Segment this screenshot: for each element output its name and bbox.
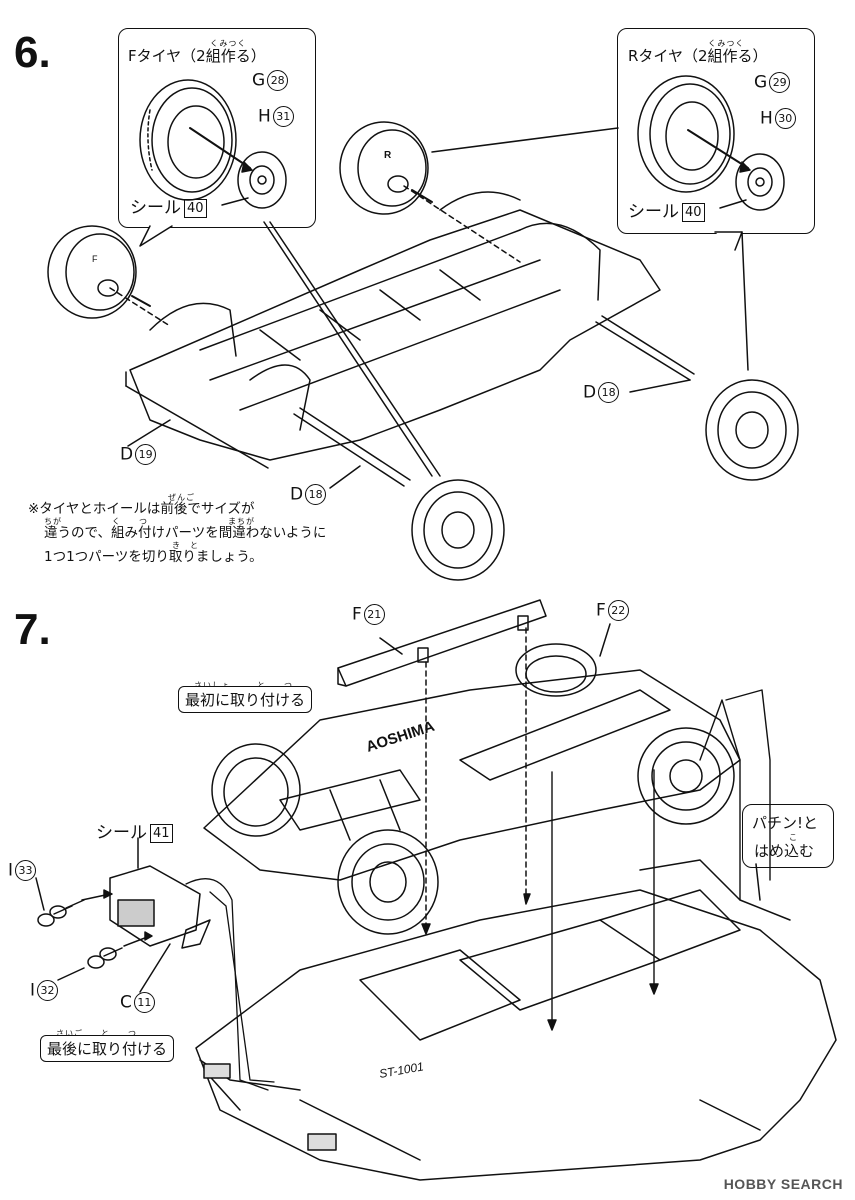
part-number: 21 <box>363 604 385 625</box>
body-logo: ST-1001 <box>378 1059 425 1081</box>
part-letter: F <box>596 600 606 621</box>
part-number: 11 <box>133 992 155 1013</box>
part-letter: D <box>583 382 597 403</box>
rear-right-wheel <box>705 379 799 481</box>
front-left-wheel <box>47 225 137 319</box>
part-number: 19 <box>135 444 157 465</box>
part-letter: G <box>252 70 266 91</box>
front-tire-title: Fタイヤ（2組作る） <box>128 47 266 65</box>
front-axle <box>293 407 411 487</box>
note-line-1: ※タイヤとホイールは前後でサイズが <box>28 501 255 517</box>
rear-axle <box>595 315 695 381</box>
part-number: 33 <box>15 860 37 881</box>
snap-in-ruby: こ <box>789 833 798 842</box>
snap-in-line-1: パチン!と <box>752 814 819 832</box>
seal-label: シール <box>130 198 181 218</box>
seal-number: 40 <box>682 202 705 222</box>
seal-label: シール <box>96 823 147 843</box>
note-line-3: 1つ1つパーツを切り取りましょう。 <box>44 549 263 565</box>
seal-number: 41 <box>150 823 173 843</box>
part-letter: H <box>760 108 773 129</box>
part-letter: G <box>754 72 768 93</box>
first-attach-note: 最初に取り付ける <box>178 686 313 713</box>
note-ruby-3: き と <box>172 541 199 550</box>
part-letter: C <box>120 992 132 1013</box>
note-ruby-2a: ちが <box>44 517 62 526</box>
note-ruby-2b: く つ <box>112 517 148 526</box>
front-tire-exploded <box>139 79 287 209</box>
part-letter: D <box>290 484 304 505</box>
exhaust-lower-pipes <box>87 947 123 969</box>
part-number: 18 <box>305 484 327 505</box>
step7-front-right-wheel <box>337 829 439 935</box>
rear-hub-letter: R <box>384 150 392 161</box>
front-right-wheel <box>411 479 505 581</box>
rear-tire-exploded <box>637 75 785 211</box>
note-line-2: 違うので、組み付けパーツを間違わないように <box>44 525 327 541</box>
part-number: 29 <box>769 72 791 93</box>
car-body-shell <box>195 859 837 1181</box>
snap-in-callout <box>742 804 834 868</box>
part-number: 31 <box>272 106 294 127</box>
part-letter: I <box>30 980 36 1001</box>
muffler-assembly <box>109 837 211 949</box>
note-ruby-1: ぜんご <box>168 493 195 502</box>
last-attach-ruby: さいご と つ <box>56 1029 137 1038</box>
step-7-number: 7. <box>14 605 51 654</box>
step7-front-left-wheel <box>211 743 301 837</box>
rear-wing <box>337 599 547 687</box>
rear-left-wheel <box>339 121 429 215</box>
part-letter: D <box>120 444 134 465</box>
step7-rear-right-wheel <box>637 727 735 825</box>
last-attach-note: 最後に取り付ける <box>40 1035 175 1062</box>
hobby-search-watermark: HOBBY SEARCH <box>723 1176 843 1192</box>
part-number: 28 <box>267 70 289 91</box>
part-number: 32 <box>37 980 59 1001</box>
part-letter: I <box>8 860 14 881</box>
exhaust-upper-pipes <box>37 899 85 927</box>
seal-label: シール <box>628 202 679 222</box>
front-tire-ruby: くみつく <box>210 39 247 48</box>
front-hub-letter: F <box>92 254 98 264</box>
note-ruby-2c: まちが <box>228 517 255 526</box>
part-number: 18 <box>598 382 620 403</box>
snap-in-line-2: はめ込む <box>754 842 815 860</box>
step-6-number: 6. <box>14 28 51 77</box>
part-letter: F <box>352 604 362 625</box>
first-attach-ruby: さいしょ と つ <box>194 680 293 691</box>
part-number: 22 <box>607 600 629 621</box>
part-number: 30 <box>774 108 796 129</box>
rear-tire-title: Rタイヤ（2組作る） <box>628 47 768 65</box>
part-letter: H <box>258 106 271 127</box>
chassis-frame <box>125 191 661 469</box>
step7-rear-left-wheel <box>515 643 597 697</box>
aoshima-logo: AOSHIMA <box>364 718 437 756</box>
rear-tire-ruby: くみつく <box>708 39 745 48</box>
